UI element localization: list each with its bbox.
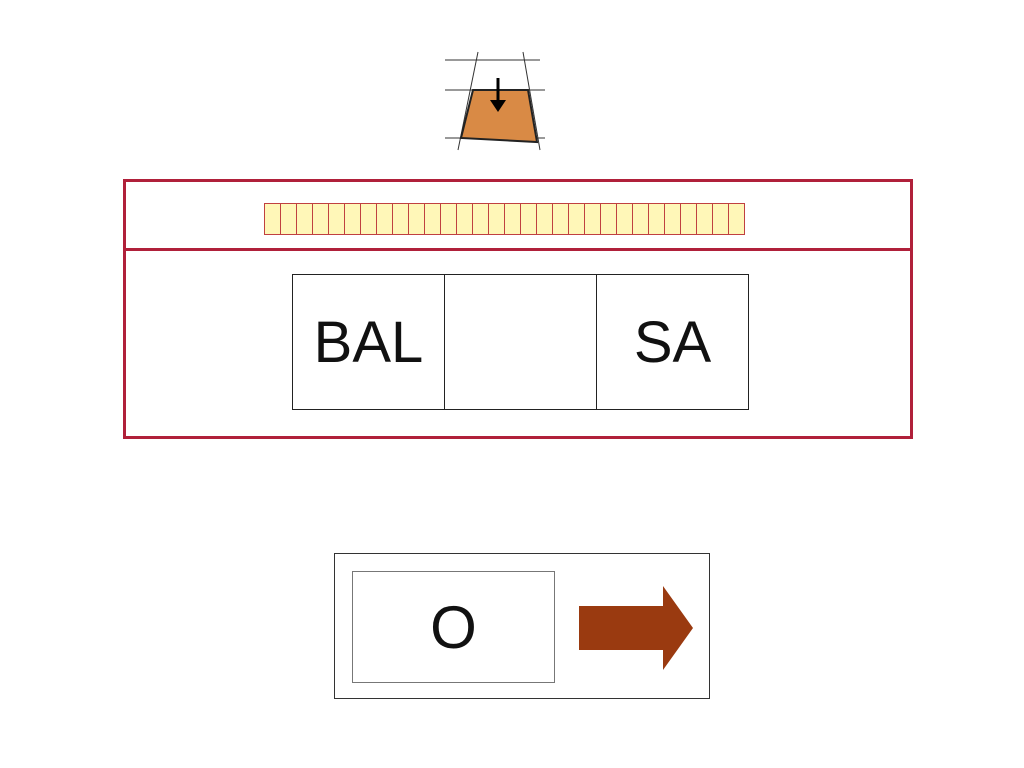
progress-cell	[505, 204, 521, 234]
progress-cell	[393, 204, 409, 234]
progress-cell	[377, 204, 393, 234]
progress-cell	[489, 204, 505, 234]
progress-cell	[361, 204, 377, 234]
progress-cell	[297, 204, 313, 234]
progress-cell	[681, 204, 697, 234]
syllable-box-1: BAL	[292, 274, 445, 410]
progress-cell	[281, 204, 297, 234]
progress-cell	[697, 204, 713, 234]
option-card: O	[334, 553, 710, 699]
progress-cell	[601, 204, 617, 234]
progress-cell	[585, 204, 601, 234]
progress-cell	[553, 204, 569, 234]
progress-cell	[441, 204, 457, 234]
progress-cell	[409, 204, 425, 234]
progress-cell	[473, 204, 489, 234]
progress-cell	[729, 204, 745, 234]
tile-drop-icon	[445, 51, 545, 151]
progress-cell	[713, 204, 729, 234]
syllable-box-3: SA	[596, 274, 749, 410]
syllable-drop-slot[interactable]	[444, 274, 597, 410]
word-panel: BAL SA	[123, 179, 913, 439]
progress-cell	[265, 204, 281, 234]
progress-cell	[521, 204, 537, 234]
progress-cell	[425, 204, 441, 234]
progress-cell	[329, 204, 345, 234]
panel-divider	[126, 248, 910, 251]
progress-cell	[345, 204, 361, 234]
progress-cell	[665, 204, 681, 234]
progress-cell	[617, 204, 633, 234]
right-arrow-icon[interactable]	[577, 584, 695, 672]
progress-cell	[633, 204, 649, 234]
progress-cell	[649, 204, 665, 234]
progress-cell	[457, 204, 473, 234]
progress-strip	[264, 203, 745, 235]
progress-cell	[313, 204, 329, 234]
progress-cell	[569, 204, 585, 234]
letter-option-tile[interactable]: O	[352, 571, 555, 683]
progress-cell	[537, 204, 553, 234]
syllable-row: BAL SA	[292, 274, 749, 410]
